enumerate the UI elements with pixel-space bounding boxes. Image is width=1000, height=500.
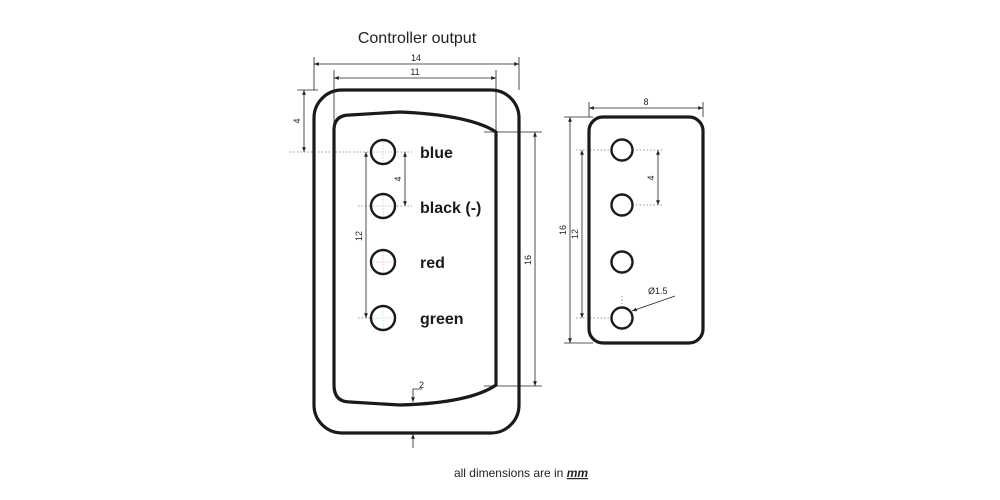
front-inner-outline: [332, 110, 498, 407]
dim-hole-diameter: Ø1.5: [648, 286, 668, 296]
side-outline: [587, 115, 705, 345]
wire-label-black: black (-): [420, 200, 481, 217]
side-hole-4: [610, 306, 634, 330]
wire-blue: blue: [369, 138, 453, 166]
wire-label-green: green: [420, 311, 464, 328]
dim-bottom-gap: 2: [419, 380, 424, 390]
wire-green: green: [369, 304, 464, 332]
dim-pin-pitch: 4: [393, 176, 403, 181]
dim-inner-height: 16: [523, 255, 533, 265]
wire-label-blue: blue: [420, 145, 453, 162]
dimensions-note-text: all dimensions are in: [454, 466, 567, 480]
side-hole-3: [610, 250, 634, 274]
wire-red: red: [369, 248, 445, 276]
front-view: 14 11 4 4 12 16 2 blue: [290, 53, 542, 448]
dim-inner-width: 11: [410, 67, 419, 77]
side-view: 8 16 12 4 Ø1.5: [558, 97, 705, 345]
front-outer-outline: [312, 88, 521, 435]
side-hole-2: [610, 193, 634, 217]
drawing-title: Controller output: [358, 30, 477, 47]
dim-top-offset: 4: [292, 118, 302, 123]
dim-outer-width: 14: [411, 53, 421, 63]
dimensions-note: all dimensions are in mm: [454, 466, 588, 480]
dim-side-pin-span: 12: [570, 229, 580, 239]
dim-side-width: 8: [643, 97, 648, 107]
wire-black: black (-): [369, 192, 481, 220]
wire-label-red: red: [420, 255, 445, 272]
dim-pin-span: 12: [354, 231, 364, 241]
side-hole-1: [610, 138, 634, 162]
dim-side-height: 16: [558, 225, 568, 235]
dimensions-unit: mm: [567, 466, 589, 480]
dim-side-pin-pitch: 4: [646, 175, 656, 180]
